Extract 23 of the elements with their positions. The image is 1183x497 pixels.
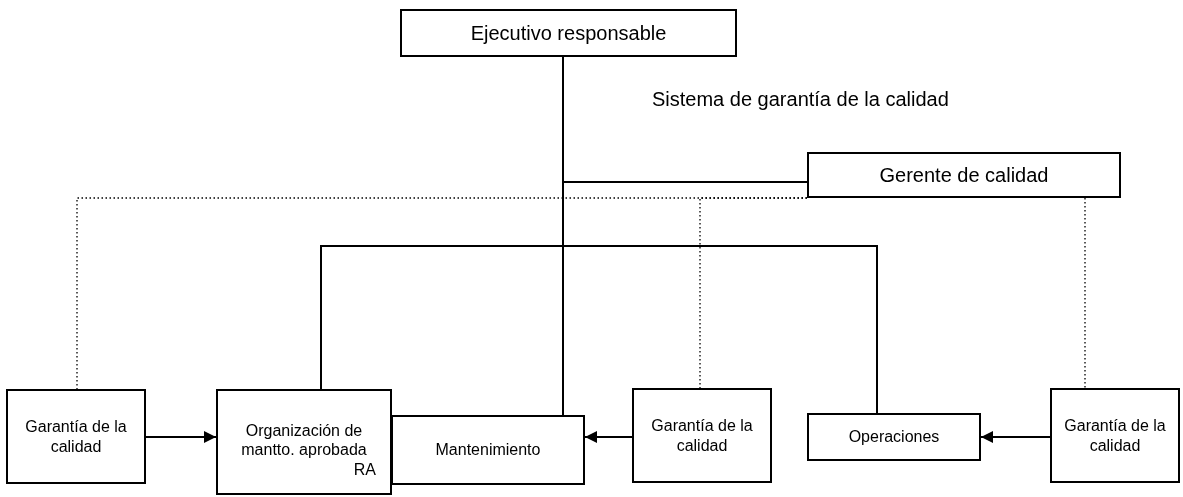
box-label: Garantía de la calidad [24,417,128,456]
arrow [980,431,1051,443]
box-label: Operaciones [848,427,940,447]
org-box [400,9,737,57]
box-label: Organización de mantto. aprobada [240,421,368,460]
box-label: Garantía de la calidad [1063,416,1167,455]
dotted-connector [1084,197,1086,389]
box-tag: RA [353,459,376,479]
box-label: Mantenimiento [435,440,541,460]
org-box [807,152,1121,198]
box-label: Ejecutivo responsable [470,21,667,45]
org-box [391,415,585,485]
box-label: Gerente de calidad [879,163,1049,187]
arrow [584,431,633,443]
org-box [216,389,392,495]
org-box [632,388,772,483]
org-box [6,389,146,484]
org-box [807,413,981,461]
system-caption: Sistema de garantía de la calidad [652,88,949,111]
dotted-connector [699,197,808,389]
arrow [145,431,217,443]
org-box [1050,388,1180,483]
box-label: Garantía de la calidad [650,416,754,455]
